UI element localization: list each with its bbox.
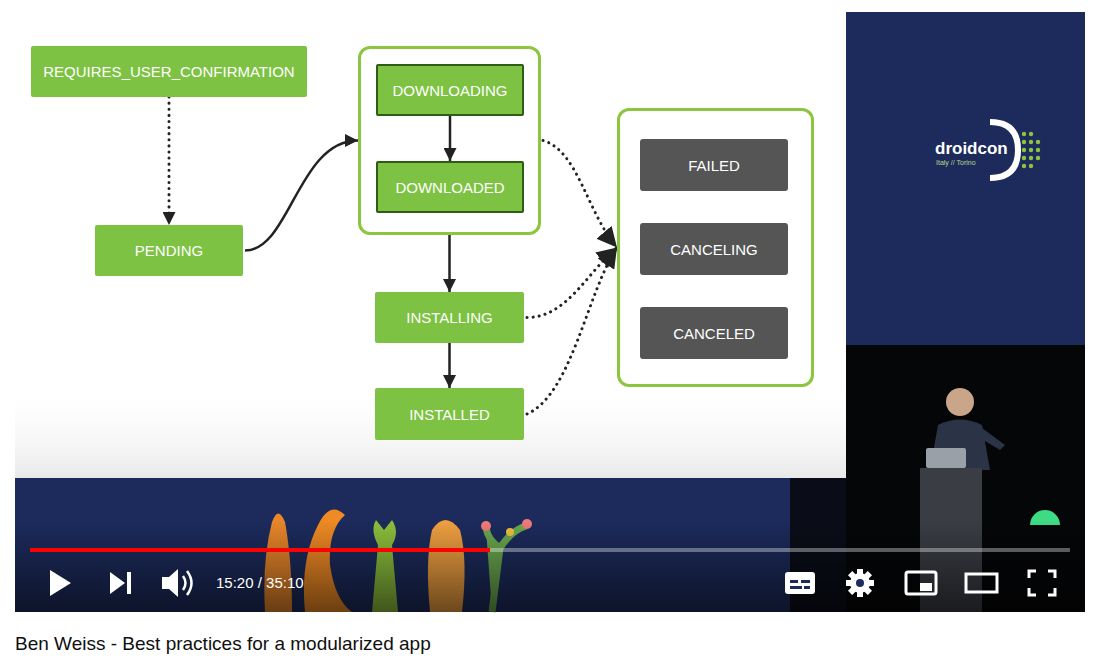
state-label: CANCELED: [673, 325, 755, 342]
state-box: PENDING: [95, 225, 243, 276]
state-label: REQUIRES_USER_CONFIRMATION: [43, 63, 294, 80]
state-box: REQUIRES_USER_CONFIRMATION: [31, 46, 307, 97]
theater-icon: [966, 574, 997, 592]
state-label: FAILED: [688, 157, 740, 174]
next-icon: [110, 572, 131, 594]
transition-arrow: [448, 235, 451, 292]
captions-icon: [785, 572, 815, 594]
terminal-state-box: CANCELED: [640, 307, 788, 359]
state-box: INSTALLING: [375, 292, 524, 343]
volume-icon: [162, 569, 178, 597]
group-container: FAILED CANCELING CANCELED: [617, 108, 814, 387]
state-label: PENDING: [135, 242, 203, 259]
volume-waves: [183, 571, 192, 595]
group-container: DOWNLOADING DOWNLOADED: [358, 46, 541, 235]
state-label: INSTALLED: [409, 406, 490, 423]
dotted-transition: [543, 141, 617, 248]
fullscreen-icon: [1029, 571, 1055, 595]
progress-track: [30, 548, 1070, 552]
state-box: INSTALLED: [375, 388, 524, 440]
video-time: 15:20 / 35:10: [216, 574, 304, 591]
logo-subtitle: Italy // Torino: [936, 159, 976, 166]
progress-played: [30, 548, 490, 552]
miniplayer-icon: [906, 572, 936, 594]
state-label: INSTALLING: [406, 309, 492, 326]
transition-arrow: [245, 141, 358, 251]
settings-icon: [846, 569, 874, 597]
video-title: Ben Weiss - Best practices for a modular…: [15, 633, 431, 655]
dotted-transition: [527, 248, 617, 415]
logo-text: droidcon: [935, 139, 1008, 159]
play-icon: [50, 570, 71, 596]
logo-dots: [1022, 132, 1040, 168]
terminal-state-box: FAILED: [640, 139, 788, 191]
state-box: DOWNLOADED: [376, 161, 524, 213]
transition-arrow: [449, 116, 452, 161]
dotted-transition: [168, 97, 171, 225]
dotted-transition: [527, 248, 617, 318]
slide: [15, 12, 846, 478]
state-label: DOWNLOADED: [395, 179, 504, 196]
slide-fade: [15, 380, 846, 478]
state-label: DOWNLOADING: [392, 82, 507, 99]
video-background: [15, 12, 1085, 612]
terminal-state-box: CANCELING: [640, 223, 788, 275]
state-label: CANCELING: [670, 241, 758, 258]
state-box: DOWNLOADING: [376, 64, 524, 116]
transition-arrow: [448, 343, 451, 388]
controls-shade: [15, 520, 1085, 612]
